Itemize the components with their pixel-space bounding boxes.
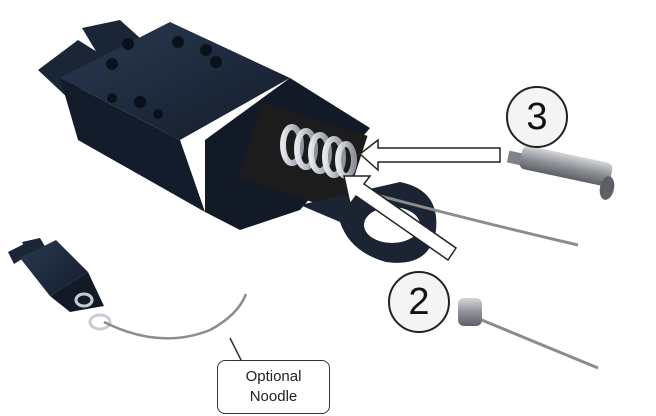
noodle-callout-pointer xyxy=(229,337,260,363)
main-cable xyxy=(357,188,579,247)
callout-3: 3 xyxy=(506,86,568,148)
callout-line-1: Optional xyxy=(245,368,302,385)
part-3-pin xyxy=(506,145,615,200)
arrow-to-cable xyxy=(343,175,458,262)
callout-2: 2 xyxy=(388,271,450,333)
noodle-cable xyxy=(103,293,248,340)
arrow-to-spring xyxy=(358,138,501,172)
optional-noodle-callout: Optional Noodle xyxy=(217,360,330,414)
gripper-small xyxy=(8,238,112,331)
callout-line-2: Noodle xyxy=(249,388,298,405)
spring xyxy=(280,124,357,179)
gripper-main xyxy=(38,20,437,263)
part-2-cable xyxy=(458,298,599,370)
